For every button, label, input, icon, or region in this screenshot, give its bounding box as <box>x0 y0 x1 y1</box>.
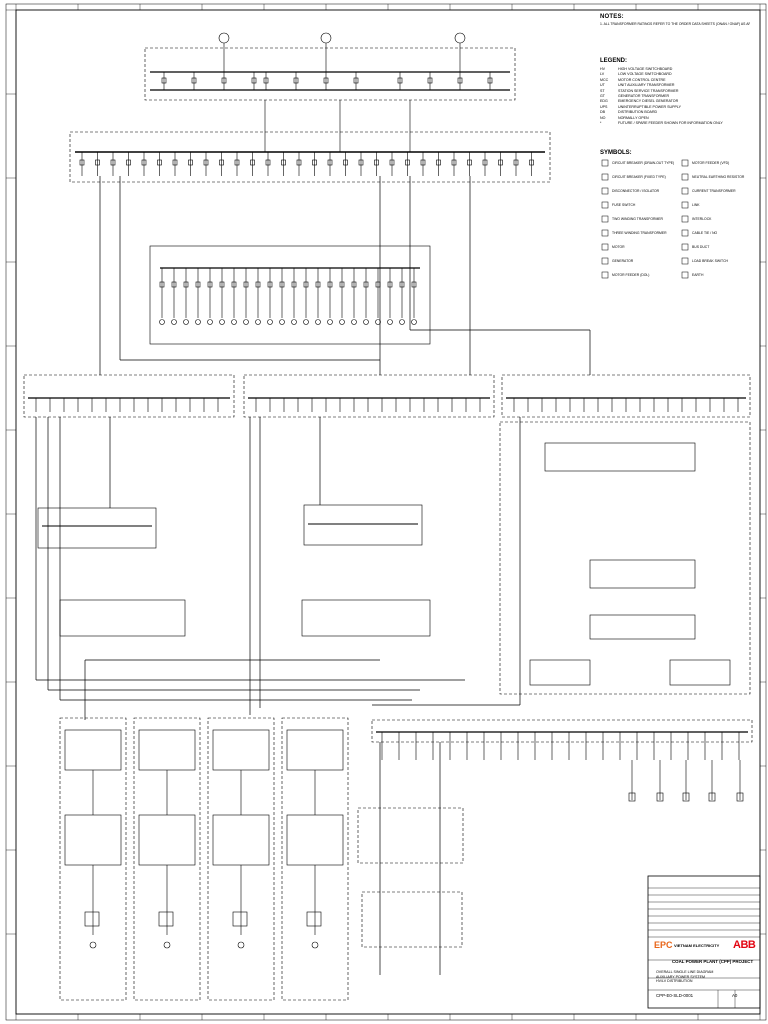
symbol-item: MOTOR <box>601 243 625 251</box>
symbol-item: THREE WINDING TRANSFORMER <box>601 229 667 237</box>
generator-units <box>161 32 493 90</box>
symbol-item: CABLE TIE / NO <box>681 229 718 237</box>
legend-code: DB <box>600 110 605 115</box>
symbol-label: INTERLOCK <box>692 217 712 221</box>
legend-text: FUTURE / SPARE FEEDER SHOWN FOR INFORMAT… <box>618 121 723 126</box>
drawing-number: CPP-E0-SLD-0001 <box>656 993 694 998</box>
symbols-panel: SYMBOLS: CIRCUIT BREAKER (DRAW-OUT TYPE)… <box>600 150 756 297</box>
symbol-item: MOTOR FEEDER (VFD) <box>681 159 729 167</box>
symbol-label: EARTH <box>692 273 704 277</box>
symbol-item: CIRCUIT BREAKER (FIXED TYPE) <box>601 173 666 181</box>
symbol-item: FUSE SWITCH <box>601 201 636 209</box>
symbol-item: INTERLOCK <box>681 215 712 223</box>
project-name: COAL POWER PLANT (CPP) PROJECT <box>672 959 754 964</box>
legend-code: GT <box>600 94 605 99</box>
symbol-label: THREE WINDING TRANSFORMER <box>612 231 667 235</box>
lv-switchboard-1 <box>23 374 235 418</box>
revision: A0 <box>732 993 738 998</box>
symbol-label: CABLE TIE / NO <box>692 231 718 235</box>
legend-text: HIGH VOLTAGE SWITCHBOARD <box>618 67 673 71</box>
symbol-label: BUS DUCT <box>692 245 709 249</box>
symbol-label: CIRCUIT BREAKER (DRAW-OUT TYPE) <box>612 161 674 165</box>
legend-text: LOW VOLTAGE SWITCHBOARD <box>618 72 672 77</box>
title-block: EPC VIETNAM ELECTRICITY ABB COAL POWER P… <box>650 876 758 1006</box>
legend-text: UNIT AUXILIARY TRANSFORMER <box>618 83 675 88</box>
legend-code: MCC <box>600 77 609 82</box>
legend-row: HV HIGH VOLTAGE SWITCHBOARD <box>600 67 750 72</box>
unit-hv-switchgear-box <box>69 131 551 183</box>
symbol-label: MOTOR FEEDER (VFD) <box>692 161 729 165</box>
lv-switchboard-2 <box>243 374 495 418</box>
symbol-item: BUS DUCT <box>681 243 709 251</box>
drawing-title: OVERALL SINGLE LINE DIAGRAM AUXILIARY PO… <box>656 970 713 984</box>
legend-row: UT UNIT AUXILIARY TRANSFORMER <box>600 83 750 88</box>
legend-row: UPS UNINTERRUPTIBLE POWER SUPPLY <box>600 105 750 110</box>
legend-code: UT <box>600 83 605 88</box>
bottom-columns <box>59 717 349 1001</box>
legend-row: DB DISTRIBUTION BOARD <box>600 110 750 115</box>
symbol-item: TWO WINDING TRANSFORMER <box>601 215 664 223</box>
central-mcc-box <box>149 245 431 345</box>
legend-text: UNINTERRUPTIBLE POWER SUPPLY <box>618 104 682 109</box>
symbol-label: NEUTRAL EARTHING RESISTOR <box>692 175 745 179</box>
client-name: VIETNAM ELECTRICITY <box>674 943 720 948</box>
legend-text: MOTOR CONTROL CENTRE <box>618 77 666 82</box>
symbol-item: EARTH <box>681 271 704 279</box>
symbol-item: LOAD BREAK SWITCH <box>681 257 729 265</box>
right-substation-box <box>499 421 751 695</box>
legend-code: * <box>600 121 602 126</box>
legend-panel: LEGEND: HV HIGH VOLTAGE SWITCHBOARD LV LOW … <box>600 58 750 126</box>
notes-line: 1. ALL TRANSFORMER RATINGS REFER TO THE … <box>600 22 750 26</box>
legend-code: UPS <box>600 104 608 109</box>
symbol-item: CIRCUIT BREAKER (DRAW-OUT TYPE) <box>601 159 674 167</box>
legend-row: GT GENERATOR TRANSFORMER <box>600 94 750 99</box>
legend-text: GENERATOR TRANSFORMER <box>618 94 670 99</box>
symbol-label: LINK <box>692 203 700 207</box>
hv-switchyard-box <box>144 47 516 101</box>
legend-text: NORMALLY OPEN <box>618 115 649 120</box>
legend-code: EDG <box>600 99 608 104</box>
legend-text: STATION SERVICE TRANSFORMER <box>618 88 679 93</box>
symbol-label: FUSE SWITCH <box>612 203 636 207</box>
mcc-feeders <box>159 268 417 325</box>
legend-row: ST STATION SERVICE TRANSFORMER <box>600 89 750 94</box>
notes-heading: NOTES: <box>600 14 624 20</box>
legend-row: EDG EMERGENCY DIESEL GENERATOR <box>600 99 750 104</box>
notes-panel: NOTES: 1. ALL TRANSFORMER RATINGS REFER … <box>600 14 750 27</box>
abb-logo: ABB <box>733 939 756 951</box>
legend-code: ST <box>600 88 605 93</box>
symbol-item: NEUTRAL EARTHING RESISTOR <box>681 173 745 181</box>
symbol-label: CURRENT TRANSFORMER <box>692 189 736 193</box>
symbol-item: GENERATOR <box>601 257 634 265</box>
legend-row: LV LOW VOLTAGE SWITCHBOARD <box>600 72 750 77</box>
epc-logo: EPC <box>654 940 673 950</box>
symbol-item: CURRENT TRANSFORMER <box>681 187 736 195</box>
legend-code: LV <box>600 72 605 77</box>
symbol-label: LOAD BREAK SWITCH <box>692 259 729 263</box>
symbol-label: MOTOR <box>612 245 625 249</box>
symbols-legend: CIRCUIT BREAKER (DRAW-OUT TYPE) CIRCUIT B… <box>601 159 745 279</box>
symbol-item: DISCONNECTOR / ISOLATOR <box>601 187 660 195</box>
drawing-title-line: HV/LV DISTRIBUTION <box>656 979 693 984</box>
legend-code: NO <box>600 115 606 120</box>
symbol-label: CIRCUIT BREAKER (FIXED TYPE) <box>612 175 666 179</box>
legend-heading: LEGEND: <box>600 58 627 64</box>
drawing-title-line: AUXILIARY POWER SYSTEM <box>656 974 705 979</box>
legend-row: NO NORMALLY OPEN <box>600 116 750 121</box>
legend-text: DISTRIBUTION BOARD <box>618 110 658 115</box>
legend-code: HV <box>600 67 605 71</box>
drawing-title-line: OVERALL SINGLE LINE DIAGRAM <box>656 970 714 974</box>
symbol-label: DISCONNECTOR / ISOLATOR <box>612 189 660 193</box>
symbol-label: TWO WINDING TRANSFORMER <box>612 217 664 221</box>
legend-row: * FUTURE / SPARE FEEDER SHOWN FOR INFORMA… <box>600 121 750 126</box>
legend-text: EMERGENCY DIESEL GENERATOR <box>618 99 679 104</box>
symbol-item: LINK <box>681 201 700 209</box>
symbol-label: MOTOR FEEDER (DOL) <box>612 273 649 277</box>
symbol-item: MOTOR FEEDER (DOL) <box>601 271 649 279</box>
legend-row: MCC MOTOR CONTROL CENTRE <box>600 78 750 83</box>
symbol-label: GENERATOR <box>612 259 634 263</box>
symbols-heading: SYMBOLS: <box>600 150 632 156</box>
